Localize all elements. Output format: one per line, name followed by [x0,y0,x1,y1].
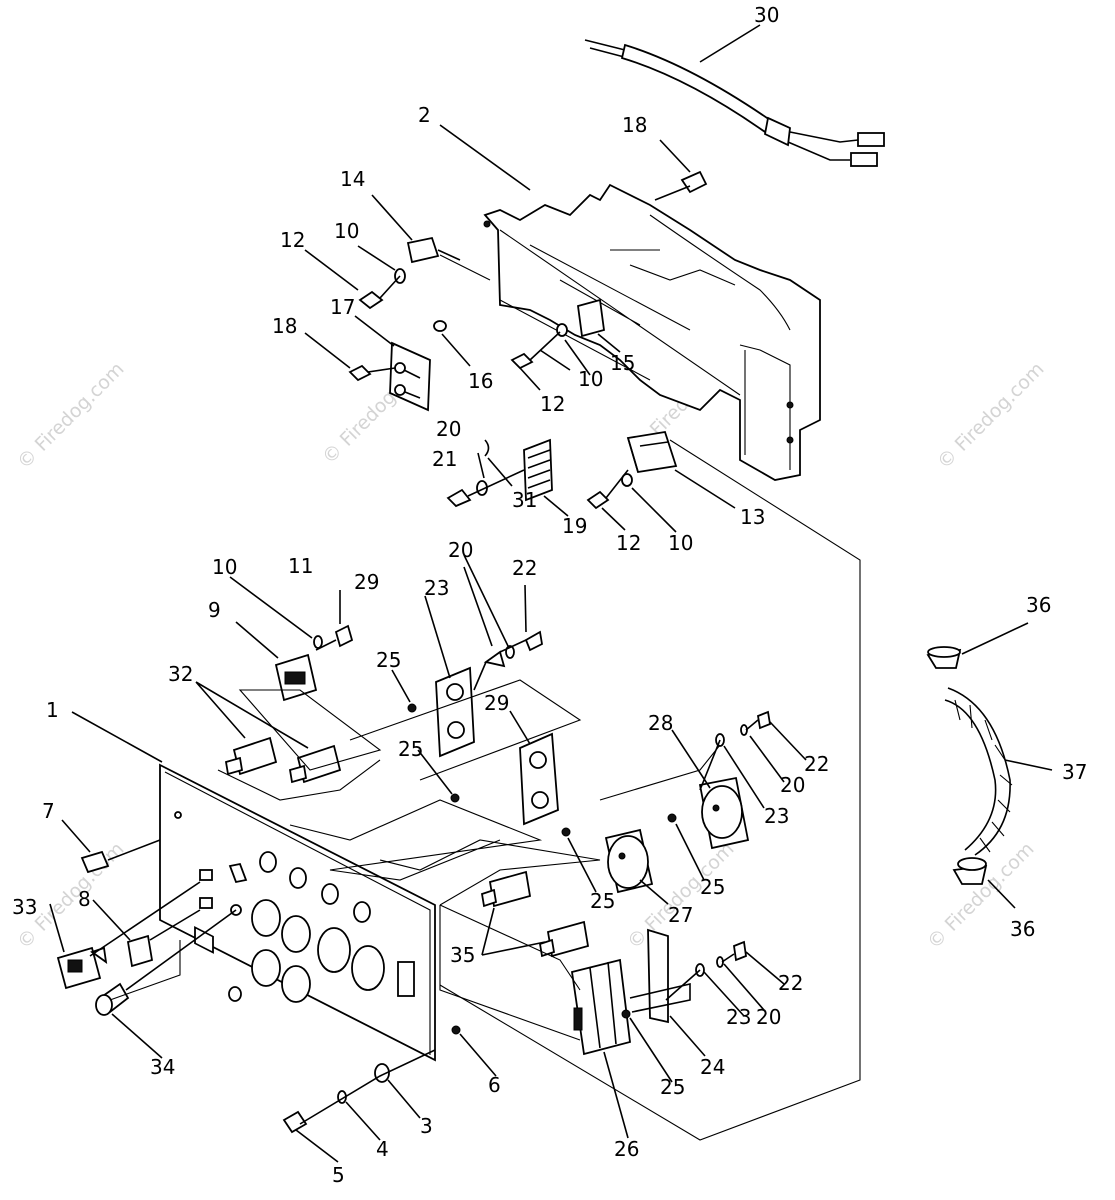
callout-36: 36 [1026,593,1051,617]
callout-24: 24 [700,1055,725,1079]
callout-34: 34 [150,1055,175,1079]
callout-10: 10 [578,367,603,391]
callout-19: 19 [562,514,587,538]
callout-25: 25 [700,875,725,899]
callout-13: 13 [740,505,765,529]
panel-small-parts [56,839,242,1016]
callout-9: 9 [208,598,221,622]
panel-fastener-part [282,1025,461,1134]
callout-27: 27 [668,903,693,927]
callout-22: 22 [778,971,803,995]
capacitor-part [406,236,461,264]
callout-30: 30 [754,3,779,27]
callout-6: 6 [488,1073,501,1097]
callout-35: 35 [450,943,475,967]
switch-part [510,298,605,371]
callout-17: 17 [330,295,355,319]
callout-20: 20 [756,1005,781,1029]
callout-25: 25 [660,1075,685,1099]
callout-3: 3 [420,1114,433,1138]
callout-22: 22 [512,556,537,580]
callout-16: 16 [468,369,493,393]
watermark-text: © Firedog.com [933,358,1048,473]
callout-10: 10 [334,219,359,243]
callout-12: 12 [540,392,565,416]
callout-20: 20 [436,417,461,441]
callout-8: 8 [78,887,91,911]
callout-15: 15 [610,351,635,375]
callout-11: 11 [288,554,313,578]
bracket-part [348,320,447,412]
terminal-block-part [446,438,553,508]
callout-29: 29 [354,570,379,594]
twist-lock-receptacle-part [561,710,772,894]
callout-36: 36 [1010,917,1035,941]
callout-23: 23 [764,804,789,828]
breaker-35-part [480,870,590,958]
callout-12: 12 [280,228,305,252]
callout-20: 20 [780,773,805,797]
callout-26: 26 [614,1137,639,1161]
control-panel-part [159,763,436,1062]
callout-31: 31 [512,488,537,512]
callout-21: 21 [432,447,457,471]
callout-25: 25 [398,737,423,761]
callout-28: 28 [648,711,673,735]
callout-23: 23 [424,576,449,600]
screw-part [654,170,708,201]
callout-1: 1 [46,698,59,722]
callout-18: 18 [272,314,297,338]
callout-25: 25 [590,889,615,913]
callout-37: 37 [1062,760,1087,784]
power-cord-part [584,39,885,167]
callout-18: 18 [622,113,647,137]
meter-part [274,624,354,702]
callout-12: 12 [616,531,641,555]
callout-labels: 30 2 18 14 12 10 18 17 16 12 10 15 20 21… [12,3,1087,1187]
circuit-breaker-part [224,736,342,784]
callout-25: 25 [376,648,401,672]
wiring-outline-group [109,254,861,1141]
callout-32: 32 [168,662,193,686]
callout-2: 2 [418,103,431,127]
callout-14: 14 [340,167,365,191]
callout-5: 5 [332,1163,345,1187]
leader-lines [49,24,1053,1163]
grommet-hose-part [926,646,1013,885]
callout-10: 10 [212,555,237,579]
callout-33: 33 [12,895,37,919]
duplex-receptacle-part [407,630,559,826]
screw-washer-part [358,268,406,310]
callout-22: 22 [804,752,829,776]
callout-4: 4 [376,1137,389,1161]
breaker-26-part [570,928,747,1056]
receptacle-box-part [586,430,678,510]
watermark-text: © Firedog.com [13,358,128,473]
callout-29: 29 [484,691,509,715]
callout-10: 10 [668,531,693,555]
callout-20: 20 [448,538,473,562]
callout-7: 7 [42,799,55,823]
callout-23: 23 [726,1005,751,1029]
